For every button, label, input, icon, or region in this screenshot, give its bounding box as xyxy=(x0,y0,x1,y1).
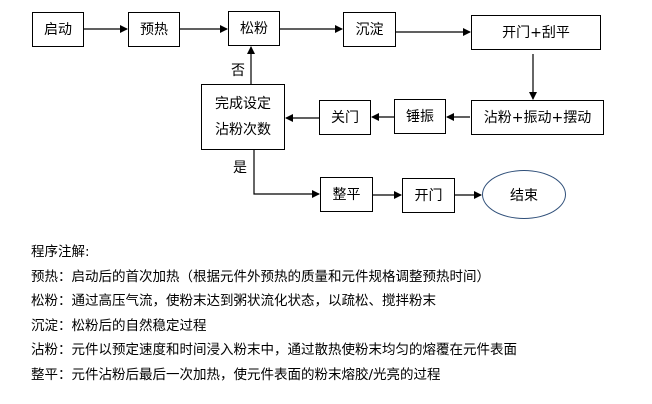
notes-section: 程序注解: 预热：启动后的首次加热（根据元件外预热的质量和元件规格调整预热时间）… xyxy=(31,240,517,387)
note-item: 沾粉：元件以预定速度和时间浸入粉末中，通过散热使粉末均匀的熔覆在元件表面 xyxy=(31,342,517,358)
notes-title: 程序注解: xyxy=(31,244,90,260)
note-item: 整平：元件沾粉后最后一次加热，使元件表面的粉末熔胶/光亮的过程 xyxy=(31,366,441,383)
node-start-label: 启动 xyxy=(44,21,72,38)
node-end: 结束 xyxy=(482,170,566,219)
node-close-door: 关门 xyxy=(319,100,371,135)
node-decision: 完成设定 沾粉次数 xyxy=(201,84,285,150)
note-item: 沉淀：松粉后的自然稳定过程 xyxy=(31,317,207,334)
decision-label-line1: 完成设定 xyxy=(215,96,271,112)
node-loosen: 松粉 xyxy=(228,11,280,46)
node-preheat-label: 预热 xyxy=(140,21,168,38)
node-open-door: 开门 xyxy=(402,178,455,213)
node-close-door-label: 关门 xyxy=(331,109,359,126)
node-settle-label: 沉淀 xyxy=(355,21,384,38)
node-hammer-label: 锤振 xyxy=(406,108,434,125)
node-open-door-label: 开门 xyxy=(414,187,443,204)
node-dip-label: 沾粉+振动+摆动 xyxy=(483,109,592,126)
node-open-scrape: 开门+刮平 xyxy=(471,15,601,50)
note-item: 松粉：通过高压气流，使粉末达到粥状流化状态，以疏松、搅拌粉末 xyxy=(31,293,436,309)
node-level: 整平 xyxy=(320,177,373,212)
note-item: 预热：启动后的首次加热（根据元件外预热的质量和元件规格调整预热时间） xyxy=(31,268,490,285)
edge-label-no: 否 xyxy=(231,63,245,79)
node-hammer: 锤振 xyxy=(394,99,446,134)
edge-label-yes: 是 xyxy=(233,160,247,176)
node-settle: 沉淀 xyxy=(343,12,396,47)
node-end-label: 结束 xyxy=(510,187,538,204)
node-dip-vibrate-swing: 沾粉+振动+摆动 xyxy=(471,100,604,135)
node-loosen-label: 松粉 xyxy=(240,20,268,37)
node-preheat: 预热 xyxy=(128,12,180,47)
arrow-decision-level-yes xyxy=(253,150,320,198)
node-open-scrape-label: 开门+刮平 xyxy=(502,24,570,41)
node-start: 启动 xyxy=(32,12,84,47)
decision-label-line2: 沾粉次数 xyxy=(215,122,271,138)
node-level-label: 整平 xyxy=(332,186,361,203)
